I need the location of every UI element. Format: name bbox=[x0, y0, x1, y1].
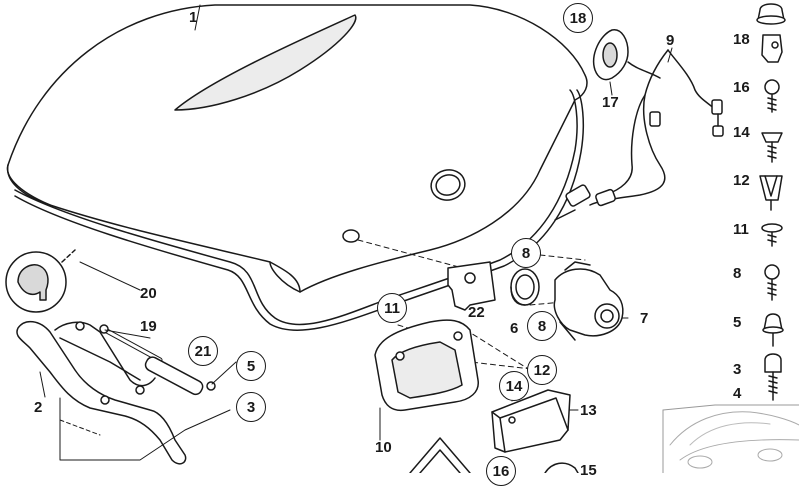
gas-strut bbox=[99, 324, 216, 396]
sidebar-label-8: 8 bbox=[733, 265, 742, 282]
car-thumbnail bbox=[662, 404, 799, 473]
sidebar-label-11: 11 bbox=[733, 221, 749, 238]
seal-detail-inset bbox=[5, 249, 76, 313]
trunk-seal bbox=[14, 89, 585, 331]
callout-screw-14: 14 bbox=[499, 371, 529, 401]
trunk-handle bbox=[491, 389, 571, 453]
sidebar-label-3: 3 bbox=[733, 361, 742, 378]
callout-bracket: 22 bbox=[468, 304, 485, 321]
trunk-lid bbox=[6, 4, 588, 293]
callout-ring-upper: 8 bbox=[511, 238, 541, 268]
callout-handle: 13 bbox=[580, 402, 597, 419]
sidebar-label-18: 18 bbox=[733, 31, 750, 48]
callout-ring-lower: 8 bbox=[527, 311, 557, 341]
callout-trunk-lid: 1 bbox=[189, 9, 198, 26]
callout-strut-circle: 21 bbox=[188, 336, 218, 366]
callout-partial-15: 15 bbox=[580, 462, 597, 479]
cable-harness bbox=[554, 49, 724, 221]
sidebar-label-14: 14 bbox=[733, 124, 750, 141]
callout-panel-circle: 11 bbox=[377, 293, 407, 323]
trunk-lock bbox=[553, 261, 624, 341]
callout-trim-panel: 10 bbox=[375, 439, 392, 456]
handle-cover bbox=[593, 29, 629, 81]
callout-handle-18: 18 bbox=[563, 3, 593, 33]
parts-diagram bbox=[5, 3, 799, 473]
sidebar-label-4: 4 bbox=[733, 385, 742, 402]
sidebar-label-16: 16 bbox=[733, 79, 750, 96]
callout-seal: 20 bbox=[140, 285, 157, 302]
callout-cable: 9 bbox=[666, 32, 675, 49]
callout-gas-strut: 19 bbox=[140, 318, 157, 335]
callout-lock: 7 bbox=[640, 310, 649, 327]
sidebar-label-5: 5 bbox=[733, 314, 742, 331]
callout-badge-16: 16 bbox=[486, 456, 516, 486]
partial-part bbox=[544, 462, 579, 473]
callout-hinge: 2 bbox=[34, 399, 43, 416]
sidebar-label-12: 12 bbox=[733, 172, 750, 189]
warning-label bbox=[409, 437, 471, 473]
callout-part-3: 3 bbox=[236, 392, 266, 422]
trunk-hinge bbox=[16, 320, 187, 465]
trim-panel bbox=[374, 319, 479, 412]
callout-cover-17: 17 bbox=[602, 94, 619, 111]
grommet bbox=[510, 268, 540, 306]
callout-grommet: 6 bbox=[510, 320, 519, 337]
bracket bbox=[447, 261, 496, 311]
sidebar-parts bbox=[756, 3, 786, 401]
callout-part-5: 5 bbox=[236, 351, 266, 381]
callout-panel-clip: 12 bbox=[527, 355, 557, 385]
